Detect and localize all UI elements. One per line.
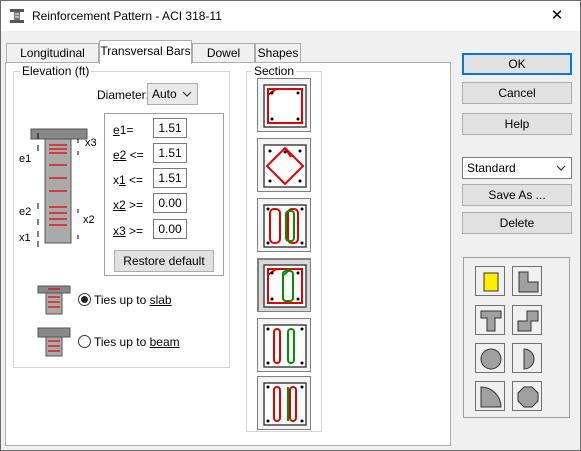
x3-input[interactable]: 0.00: [153, 219, 187, 239]
chevron-down-icon: [556, 165, 566, 171]
double-ties-alt-pattern-icon: [263, 382, 307, 426]
diagram-label-x2: x2: [83, 214, 95, 226]
chevron-down-icon: [182, 91, 192, 97]
l-shape-icon: [518, 271, 539, 293]
tab-panel: [5, 62, 451, 446]
shape-t-button[interactable]: [475, 305, 505, 335]
single-ties-pattern-icon: [263, 324, 307, 368]
ties-up-to-beam-icon: [37, 327, 71, 357]
tab-shapes[interactable]: Shapes: [255, 43, 301, 63]
section-pattern-single-ties[interactable]: [257, 318, 311, 372]
shape-rectangle-button[interactable]: [475, 266, 505, 296]
shape-quarter-circle-button[interactable]: [475, 381, 505, 411]
tab-transversal-bars[interactable]: Transversal Bars: [99, 40, 192, 64]
diagram-label-x3: x3: [85, 137, 97, 149]
close-button[interactable]: ✕: [550, 7, 564, 24]
shape-octagon-button[interactable]: [512, 381, 542, 411]
elevation-group: [13, 71, 230, 368]
section-pattern-square-tie[interactable]: [257, 78, 311, 132]
section-pattern-rect-with-inner-tie[interactable]: [257, 258, 311, 312]
e1-input[interactable]: 1.51: [153, 118, 187, 138]
quarter-circle-shape-icon: [480, 386, 502, 408]
x2-input[interactable]: 0.00: [153, 193, 187, 213]
preset-value: Standard: [467, 161, 516, 175]
double-tie-pattern-icon: [263, 204, 307, 248]
e2-label: e2 <=: [113, 148, 144, 162]
z-shape-icon: [517, 310, 539, 332]
diagram-label-x1: x1: [19, 232, 31, 244]
shape-l-button[interactable]: [512, 266, 542, 296]
restore-default-button[interactable]: Restore default: [114, 250, 214, 272]
window-title: Reinforcement Pattern - ACI 318-11: [32, 9, 222, 23]
rect-inner-tie-pattern-icon: [263, 264, 307, 308]
section-pattern-double-ties-alt[interactable]: [257, 376, 311, 430]
x1-label: x1 <=: [113, 173, 144, 187]
title-bar: Reinforcement Pattern - ACI 318-11 ✕: [1, 1, 580, 31]
e1-label: e1=: [113, 123, 134, 137]
delete-button[interactable]: Delete: [462, 212, 572, 234]
tab-longitudinal-bars[interactable]: Longitudinal Bars: [6, 43, 99, 78]
ties-up-to-slab-label: Ties up to slab: [94, 293, 172, 307]
diagram-label-e2: e2: [19, 206, 32, 218]
diameter-value: Auto: [152, 87, 177, 101]
t-shape-icon: [480, 310, 502, 332]
x3-label: x3 >=: [113, 224, 144, 238]
ok-button[interactable]: OK: [462, 53, 572, 75]
cancel-button[interactable]: Cancel: [462, 82, 572, 104]
circle-shape-icon: [480, 348, 502, 370]
x2-label: x2 >=: [113, 198, 144, 212]
help-button[interactable]: Help: [462, 113, 572, 135]
diamond-tie-pattern-icon: [263, 144, 307, 188]
octagon-shape-icon: [517, 386, 539, 408]
column-elevation-diagram: [30, 128, 88, 247]
preset-select[interactable]: Standard: [462, 157, 572, 179]
column-app-icon: [10, 9, 24, 23]
x1-input[interactable]: 1.51: [153, 168, 187, 188]
ties-up-to-slab-icon: [37, 285, 71, 315]
e2-input[interactable]: 1.51: [153, 143, 187, 163]
elevation-group-label: Elevation (ft): [20, 64, 92, 78]
ties-up-to-beam-label: Ties up to beam: [94, 335, 180, 349]
diagram-label-e1: e1: [19, 153, 32, 165]
save-as-button[interactable]: Save As ...: [462, 184, 572, 206]
square-tie-pattern-icon: [263, 84, 307, 128]
section-pattern-diamond-tie[interactable]: [257, 138, 311, 192]
section-group-label: Section: [252, 64, 297, 78]
shape-circle-button[interactable]: [475, 343, 505, 373]
diameter-select[interactable]: Auto: [147, 83, 198, 105]
rectangle-shape-icon: [483, 272, 499, 292]
tab-dowel-bars[interactable]: Dowel Bars: [192, 43, 255, 78]
ties-up-to-slab-radio[interactable]: [78, 293, 91, 306]
shape-z-button[interactable]: [512, 305, 542, 335]
ties-up-to-beam-radio[interactable]: [78, 335, 91, 348]
shape-half-circle-button[interactable]: [512, 343, 542, 373]
section-pattern-double-tie[interactable]: [257, 198, 311, 252]
diameter-label: Diameter:: [97, 88, 150, 102]
half-circle-shape-icon: [523, 348, 535, 370]
elevation-fields-box: [104, 113, 224, 276]
